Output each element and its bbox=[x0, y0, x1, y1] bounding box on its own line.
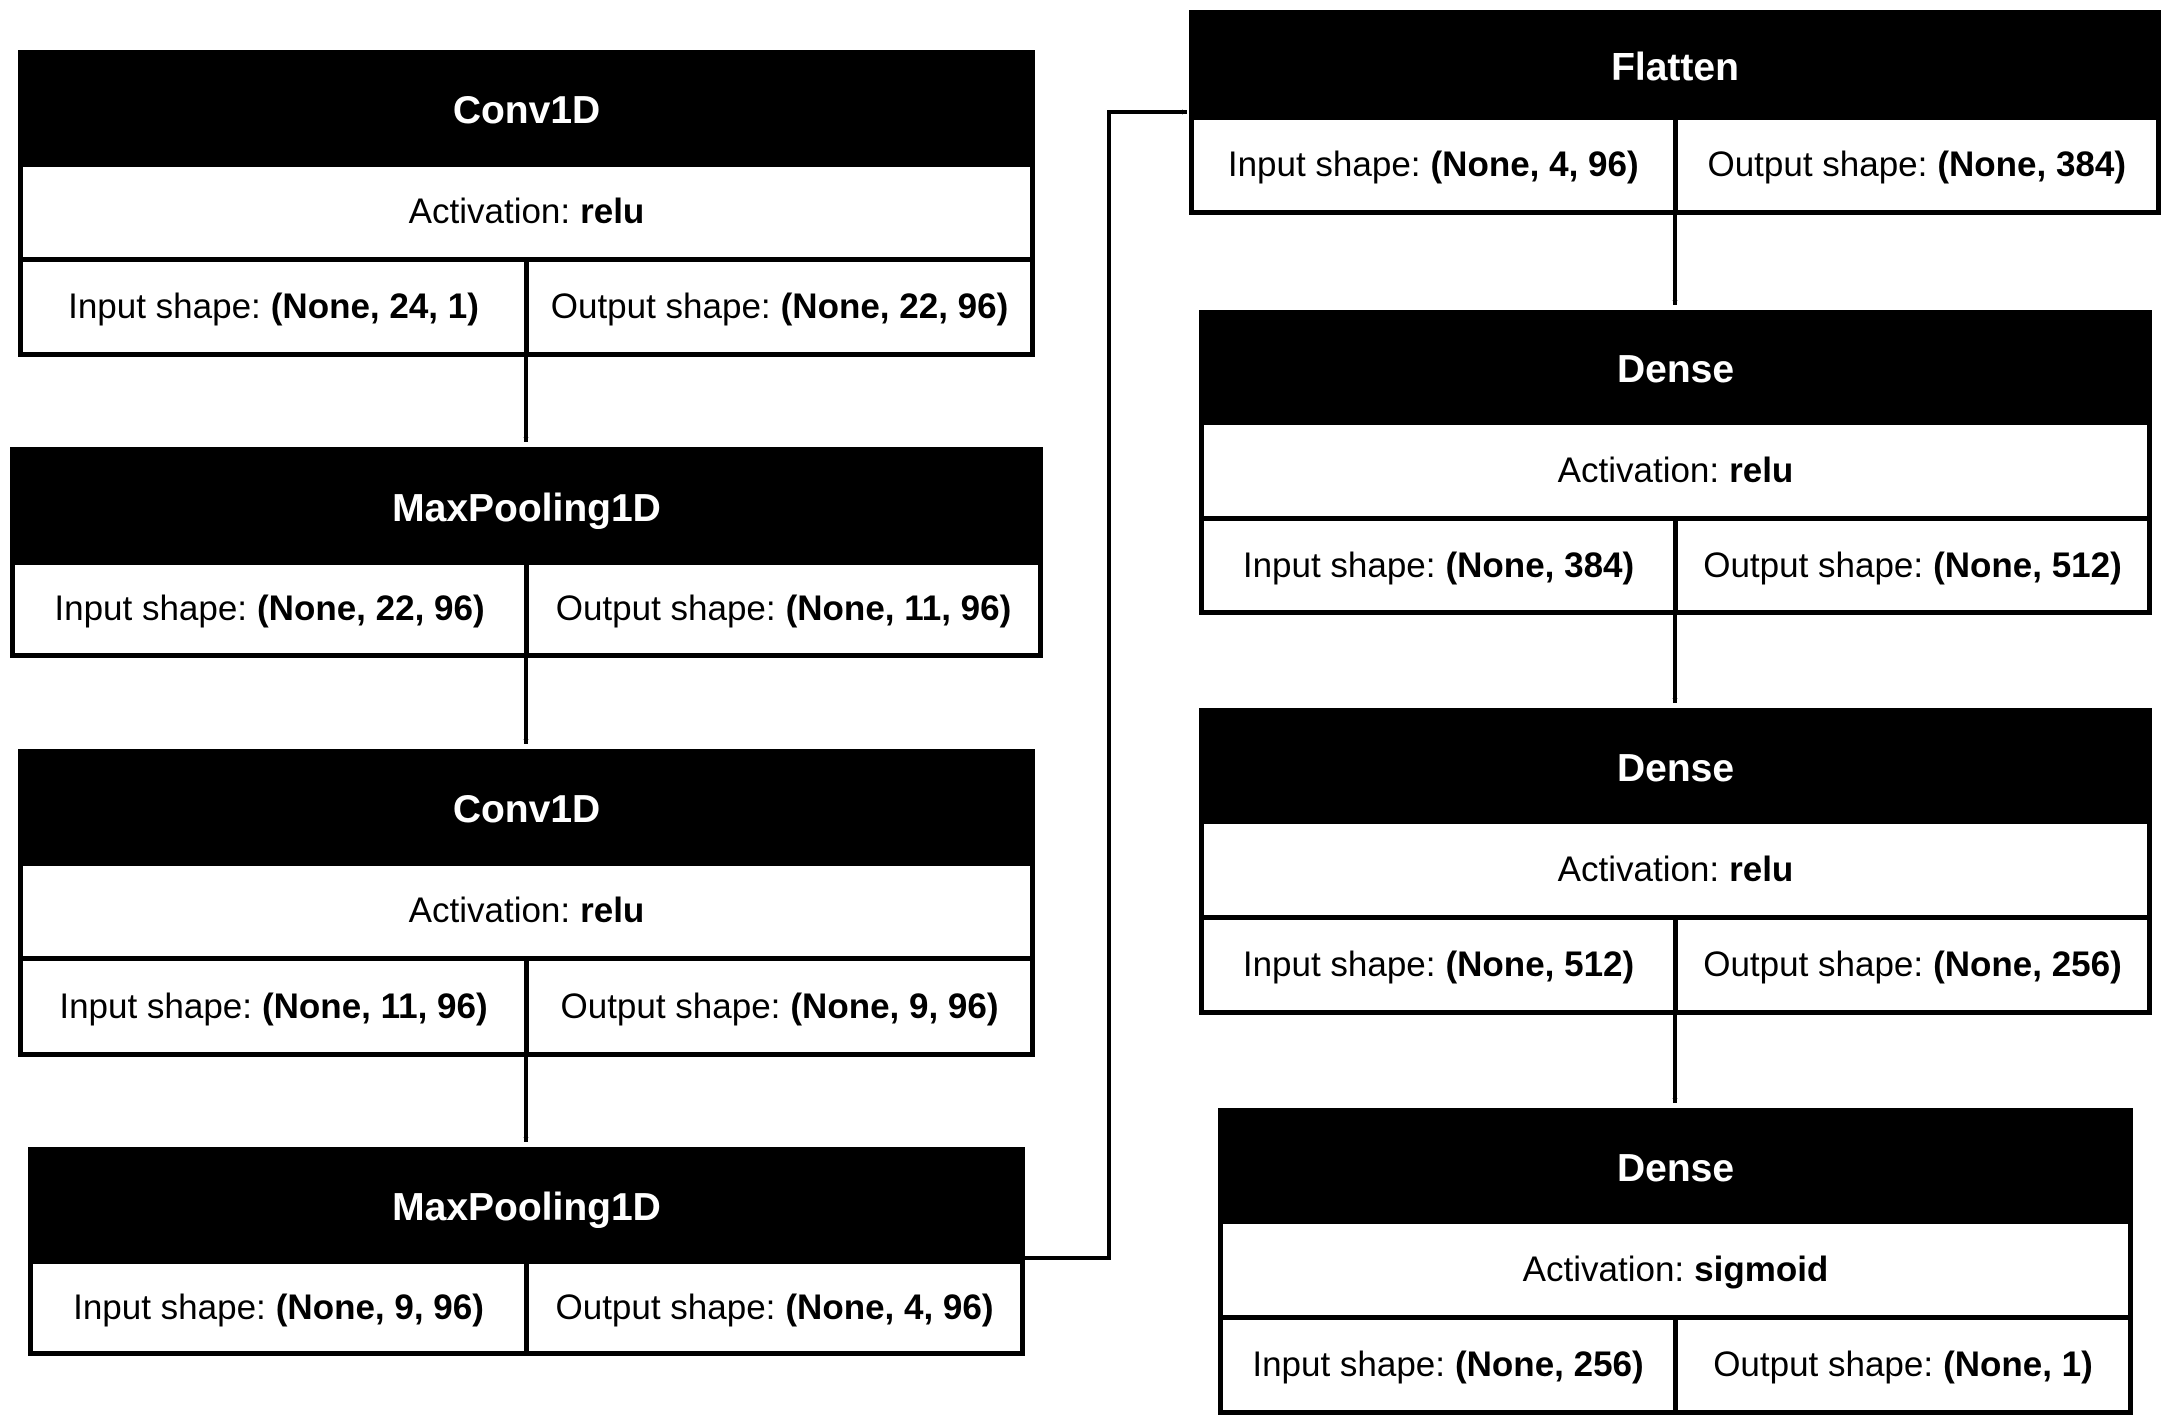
output-shape-label: Output shape: bbox=[550, 287, 771, 326]
layer-title: Conv1D bbox=[23, 55, 1030, 167]
shape-row: Input shape: (None, 256) Output shape: (… bbox=[1223, 1320, 2128, 1410]
layer-dense-3: Dense Activation: sigmoid Input shape: (… bbox=[1218, 1108, 2133, 1415]
layer-flatten: Flatten Input shape: (None, 4, 96) Outpu… bbox=[1189, 10, 2161, 215]
shape-row: Input shape: (None, 24, 1) Output shape:… bbox=[23, 262, 1030, 352]
input-shape-label: Input shape: bbox=[1242, 545, 1436, 585]
activation-row: Activation: relu bbox=[1204, 824, 2147, 920]
shape-row: Input shape: (None, 9, 96) Output shape:… bbox=[33, 1264, 1020, 1351]
shape-row: Input shape: (None, 384) Output shape: (… bbox=[1204, 521, 2147, 610]
layer-dense-2: Dense Activation: relu Input shape: (Non… bbox=[1199, 708, 2152, 1015]
shape-row: Input shape: (None, 4, 96) Output shape:… bbox=[1194, 120, 2156, 210]
input-shape-label: Input shape: bbox=[1252, 1345, 1445, 1384]
input-shape-cell: Input shape: (None, 22, 96) bbox=[15, 565, 524, 653]
output-shape-label: Output shape: bbox=[1703, 545, 1924, 585]
output-shape-value: (None, 4, 96) bbox=[785, 1287, 994, 1327]
output-shape-label: Output shape: bbox=[1707, 145, 1928, 184]
input-shape-value: (None, 11, 96) bbox=[262, 986, 488, 1026]
activation-row: Activation: relu bbox=[1204, 425, 2147, 521]
activation-value: relu bbox=[1729, 450, 1794, 490]
layer-title: MaxPooling1D bbox=[33, 1152, 1020, 1264]
activation-value: relu bbox=[1729, 849, 1794, 889]
input-shape-cell: Input shape: (None, 24, 1) bbox=[23, 262, 524, 352]
input-shape-label: Input shape: bbox=[68, 287, 261, 326]
input-shape-cell: Input shape: (None, 384) bbox=[1204, 521, 1673, 610]
layer-title: Dense bbox=[1223, 1113, 2128, 1224]
input-shape-value: (None, 384) bbox=[1445, 545, 1635, 585]
output-shape-cell: Output shape: (None, 11, 96) bbox=[524, 565, 1038, 653]
output-shape-cell: Output shape: (None, 384) bbox=[1672, 120, 2157, 210]
layer-maxpooling1d-2: MaxPooling1D Input shape: (None, 9, 96) … bbox=[28, 1147, 1025, 1356]
input-shape-label: Input shape: bbox=[1242, 945, 1436, 984]
input-shape-value: (None, 4, 96) bbox=[1430, 145, 1639, 184]
layer-title: Conv1D bbox=[23, 754, 1030, 866]
output-shape-cell: Output shape: (None, 256) bbox=[1673, 920, 2147, 1010]
input-shape-value: (None, 9, 96) bbox=[275, 1287, 484, 1327]
output-shape-cell: Output shape: (None, 9, 96) bbox=[524, 961, 1030, 1052]
input-shape-cell: Input shape: (None, 4, 96) bbox=[1194, 120, 1673, 210]
input-shape-label: Input shape: bbox=[73, 1287, 266, 1327]
layer-title: Flatten bbox=[1194, 15, 2156, 120]
layer-title: Dense bbox=[1204, 713, 2147, 824]
input-shape-cell: Input shape: (None, 11, 96) bbox=[23, 961, 524, 1052]
activation-row: Activation: relu bbox=[23, 866, 1030, 961]
input-shape-cell: Input shape: (None, 512) bbox=[1204, 920, 1673, 1010]
activation-label: Activation: bbox=[1522, 1249, 1685, 1289]
input-shape-value: (None, 24, 1) bbox=[270, 287, 479, 326]
activation-value: relu bbox=[580, 192, 645, 231]
input-shape-label: Input shape: bbox=[1227, 145, 1421, 184]
output-shape-value: (None, 9, 96) bbox=[790, 986, 999, 1026]
edge-maxpool-2-to-flatten bbox=[1025, 109, 1187, 1260]
layer-dense-1: Dense Activation: relu Input shape: (Non… bbox=[1199, 310, 2152, 615]
input-shape-label: Input shape: bbox=[59, 986, 252, 1026]
output-shape-cell: Output shape: (None, 1) bbox=[1673, 1320, 2128, 1410]
activation-label: Activation: bbox=[1557, 849, 1720, 889]
output-shape-cell: Output shape: (None, 4, 96) bbox=[524, 1264, 1020, 1351]
activation-value: sigmoid bbox=[1694, 1249, 1829, 1289]
shape-row: Input shape: (None, 11, 96) Output shape… bbox=[23, 961, 1030, 1052]
output-shape-label: Output shape: bbox=[555, 589, 776, 628]
output-shape-value: (None, 22, 96) bbox=[780, 287, 1009, 326]
output-shape-value: (None, 384) bbox=[1937, 145, 2127, 184]
activation-label: Activation: bbox=[1557, 450, 1720, 490]
activation-label: Activation: bbox=[408, 192, 571, 231]
activation-label: Activation: bbox=[408, 891, 571, 930]
layer-title: Dense bbox=[1204, 315, 2147, 425]
input-shape-cell: Input shape: (None, 256) bbox=[1223, 1320, 1673, 1410]
input-shape-label: Input shape: bbox=[54, 589, 248, 628]
output-shape-value: (None, 11, 96) bbox=[785, 589, 1012, 628]
layer-conv1d-2: Conv1D Activation: relu Input shape: (No… bbox=[18, 749, 1035, 1057]
shape-row: Input shape: (None, 512) Output shape: (… bbox=[1204, 920, 2147, 1010]
output-shape-cell: Output shape: (None, 512) bbox=[1673, 521, 2147, 610]
layer-conv1d-1: Conv1D Activation: relu Input shape: (No… bbox=[18, 50, 1035, 357]
activation-row: Activation: sigmoid bbox=[1223, 1224, 2128, 1320]
output-shape-label: Output shape: bbox=[1703, 945, 1924, 984]
output-shape-value: (None, 1) bbox=[1943, 1345, 2093, 1384]
output-shape-value: (None, 256) bbox=[1933, 945, 2122, 984]
output-shape-label: Output shape: bbox=[560, 986, 781, 1026]
shape-row: Input shape: (None, 22, 96) Output shape… bbox=[15, 565, 1038, 653]
layer-maxpooling1d-1: MaxPooling1D Input shape: (None, 22, 96)… bbox=[10, 447, 1043, 658]
input-shape-cell: Input shape: (None, 9, 96) bbox=[33, 1264, 524, 1351]
output-shape-value: (None, 512) bbox=[1933, 545, 2122, 585]
input-shape-value: (None, 512) bbox=[1445, 945, 1635, 984]
input-shape-value: (None, 22, 96) bbox=[257, 589, 485, 628]
output-shape-label: Output shape: bbox=[1713, 1345, 1934, 1384]
layer-title: MaxPooling1D bbox=[15, 452, 1038, 565]
output-shape-label: Output shape: bbox=[555, 1287, 776, 1327]
activation-value: relu bbox=[580, 891, 645, 930]
activation-row: Activation: relu bbox=[23, 167, 1030, 262]
output-shape-cell: Output shape: (None, 22, 96) bbox=[524, 262, 1030, 352]
input-shape-value: (None, 256) bbox=[1455, 1345, 1644, 1384]
